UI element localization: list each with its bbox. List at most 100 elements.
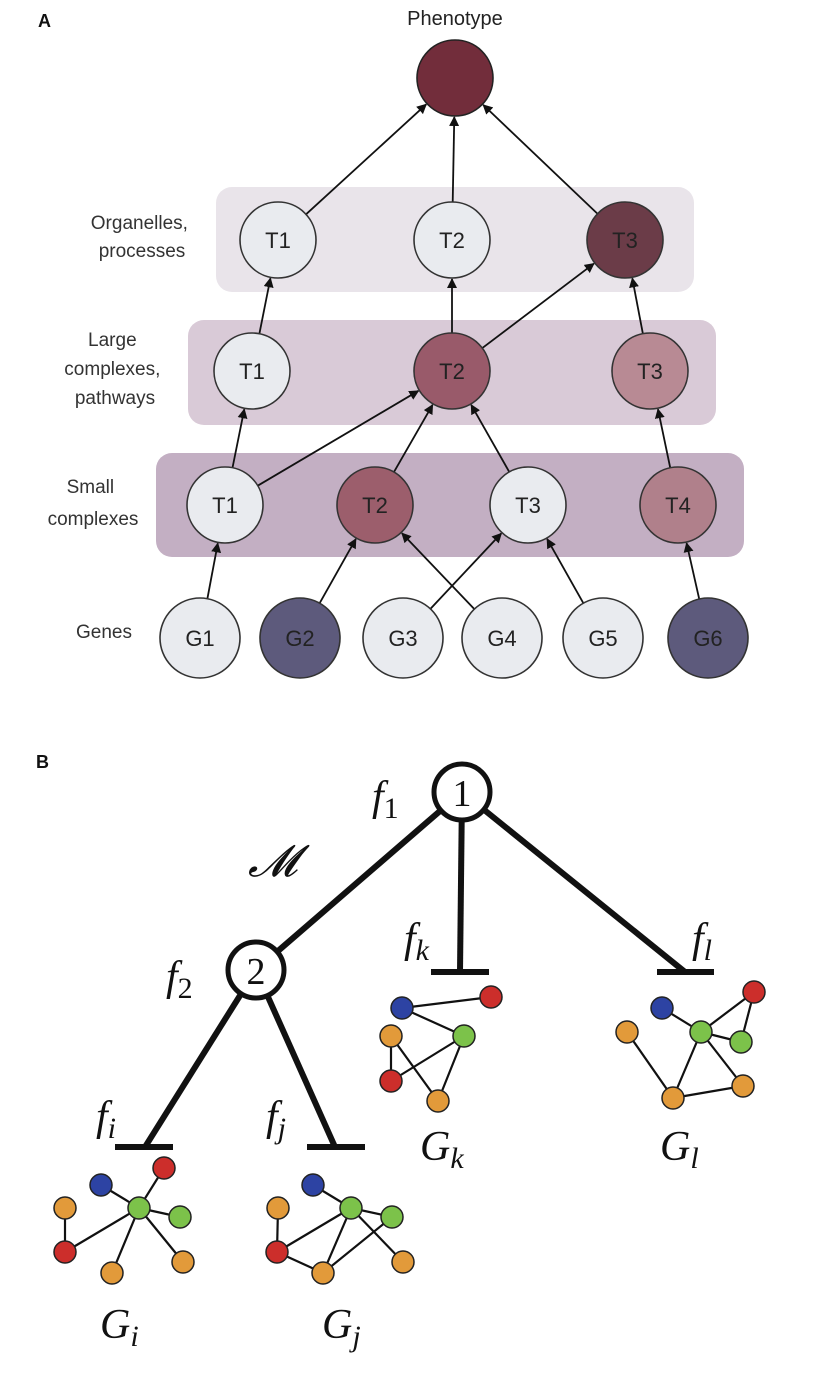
gene-node-red bbox=[53, 1240, 77, 1264]
subnetwork-k bbox=[379, 985, 503, 1113]
f-label-j: fj bbox=[266, 1094, 286, 1145]
level-label-line: Organelles, bbox=[91, 213, 188, 234]
node-genes-g3: G3 bbox=[362, 597, 444, 679]
level-label-line: complexes bbox=[48, 509, 139, 530]
gene-node-orange bbox=[311, 1261, 335, 1285]
node-circle bbox=[586, 201, 664, 279]
g-label-i: Gi bbox=[100, 1302, 139, 1353]
hierarchy-edges bbox=[206, 103, 701, 610]
gene-subnetworks bbox=[53, 980, 766, 1285]
gene-node-orange bbox=[731, 1074, 755, 1098]
edge-large-T1-to-organelles-T1 bbox=[258, 277, 274, 334]
node-label: T2 bbox=[439, 228, 465, 253]
f-label-2: f2 bbox=[166, 954, 193, 1005]
edge-organelles-T2-to-phenotype bbox=[449, 115, 460, 203]
node-genes-g5: G5 bbox=[562, 597, 644, 679]
node-circle bbox=[413, 332, 491, 410]
node-circle bbox=[461, 597, 543, 679]
gene-node-orange bbox=[53, 1196, 77, 1220]
edge-genes-G2-to-small-T2 bbox=[318, 538, 357, 604]
gene-node-blue bbox=[390, 996, 414, 1020]
tree-edge-2-j bbox=[264, 994, 338, 1149]
gene-node-orange bbox=[266, 1196, 290, 1220]
node-circle bbox=[186, 466, 264, 544]
subnetwork-edge bbox=[64, 1207, 140, 1253]
gene-node-red bbox=[152, 1156, 176, 1180]
level-label-line: Large bbox=[88, 330, 137, 351]
gene-node-red bbox=[479, 985, 503, 1009]
model-symbol: 𝓜 bbox=[248, 837, 310, 886]
node-label: T2 bbox=[362, 493, 388, 518]
node-label: G2 bbox=[285, 626, 314, 651]
f-label-i: fi bbox=[96, 1094, 116, 1145]
node-label: T1 bbox=[212, 493, 238, 518]
node-circle bbox=[611, 332, 689, 410]
level-label-line: Small bbox=[67, 477, 115, 498]
edge-genes-G4-to-small-T2 bbox=[401, 532, 476, 610]
tree-node-circle bbox=[431, 761, 493, 823]
phenotype-label: Phenotype bbox=[407, 8, 503, 30]
gene-node-orange bbox=[379, 1024, 403, 1048]
gene-node-red bbox=[265, 1240, 289, 1264]
subnetwork-edge bbox=[672, 1084, 744, 1100]
node-small-t2: T2 bbox=[336, 466, 414, 544]
subnetwork-edge bbox=[350, 1207, 404, 1263]
gene-node-blue bbox=[89, 1173, 113, 1197]
node-organelles-t2: T2 bbox=[413, 201, 491, 279]
gene-node-orange bbox=[615, 1020, 639, 1044]
level-label-line: processes bbox=[99, 241, 186, 262]
node-label: G3 bbox=[388, 626, 417, 651]
gene-node-green bbox=[339, 1196, 363, 1220]
gene-node-green bbox=[168, 1205, 192, 1229]
subnetwork-edge bbox=[390, 1035, 465, 1082]
gene-node-red bbox=[379, 1069, 403, 1093]
level-label-line: complexes, bbox=[64, 359, 160, 380]
edge-genes-G3-to-small-T3 bbox=[429, 532, 502, 610]
node-genes-g4: G4 bbox=[461, 597, 543, 679]
node-label: T3 bbox=[637, 359, 663, 384]
gene-node-red bbox=[742, 980, 766, 1004]
edge-large-T2-to-organelles-T3 bbox=[481, 262, 595, 349]
subnetwork-i bbox=[53, 1156, 195, 1285]
tree-edge-1-k bbox=[457, 819, 465, 973]
node-circle bbox=[259, 597, 341, 679]
panel-a-label: A bbox=[38, 11, 51, 31]
level-label-line: pathways bbox=[75, 388, 155, 409]
node-label: G6 bbox=[693, 626, 722, 651]
tree-node-2: 2 bbox=[225, 939, 287, 1001]
g-label-l: Gl bbox=[660, 1124, 699, 1175]
edge-small-T4-to-large-T3 bbox=[654, 408, 672, 468]
node-circle bbox=[489, 466, 567, 544]
node-circle bbox=[239, 201, 317, 279]
panel-b-label: B bbox=[36, 752, 49, 772]
node-label: G5 bbox=[588, 626, 617, 651]
edge-large-T3-to-organelles-T3 bbox=[629, 277, 644, 334]
f-label-l: fl bbox=[692, 916, 712, 967]
tree-edge-2-i bbox=[142, 992, 244, 1149]
tree-node-1: 1 bbox=[431, 761, 493, 823]
subnetwork-j bbox=[265, 1173, 415, 1285]
subnetwork-edge bbox=[671, 1031, 703, 1099]
gene-node-green bbox=[689, 1020, 713, 1044]
gene-node-green bbox=[452, 1024, 476, 1048]
node-genes-g1: G1 bbox=[159, 597, 241, 679]
node-label: T1 bbox=[265, 228, 291, 253]
tree-edge-1-l bbox=[481, 807, 687, 975]
node-circle bbox=[639, 466, 717, 544]
edge-small-T2-to-large-T2 bbox=[393, 403, 434, 473]
node-label: T3 bbox=[612, 228, 638, 253]
node-circle bbox=[562, 597, 644, 679]
gene-node-green bbox=[729, 1030, 753, 1054]
node-genes-g2: G2 bbox=[259, 597, 341, 679]
gene-node-orange bbox=[391, 1250, 415, 1274]
gene-node-blue bbox=[301, 1173, 325, 1197]
edge-genes-G5-to-small-T3 bbox=[546, 538, 585, 604]
tree-node-circle bbox=[225, 939, 287, 1001]
node-label: G4 bbox=[487, 626, 516, 651]
panel-a: A Phenotype Organelles, processes Large … bbox=[38, 8, 749, 679]
subnetwork-edge bbox=[401, 995, 492, 1010]
node-organelles-t3: T3 bbox=[586, 201, 664, 279]
node-small-t4: T4 bbox=[639, 466, 717, 544]
f-label-k: fk bbox=[404, 916, 430, 967]
